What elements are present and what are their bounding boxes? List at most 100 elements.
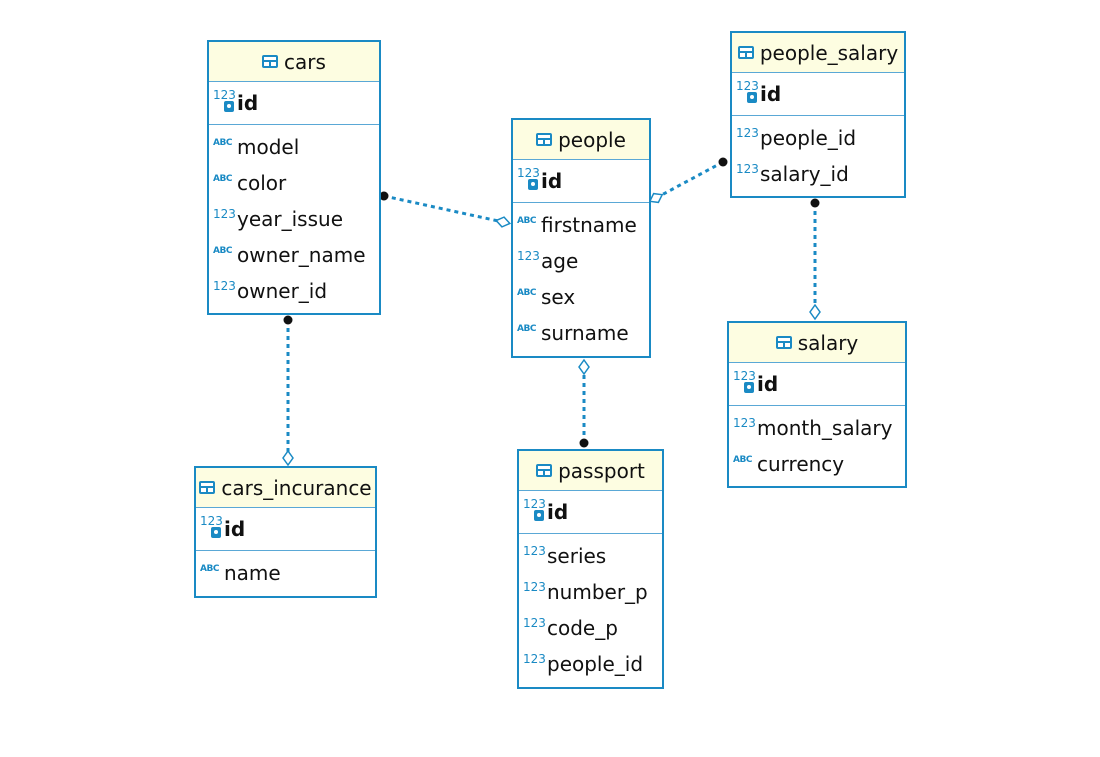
column-row[interactable]: ABC currency xyxy=(729,446,905,482)
text-type-icon: ABC xyxy=(200,563,219,574)
numeric-type-icon: 123 xyxy=(736,162,759,176)
primary-key-icon: 123 xyxy=(213,89,237,115)
table-icon xyxy=(775,336,792,349)
column-name: firstname xyxy=(541,213,637,237)
entity-name: cars xyxy=(284,49,326,74)
column-name: code_p xyxy=(547,616,618,640)
column-name: series xyxy=(547,544,607,568)
numeric-type-icon: 123 xyxy=(523,544,546,558)
connector-dot-end xyxy=(810,198,820,208)
column-name: owner_name xyxy=(237,243,366,267)
connector-line xyxy=(383,194,504,224)
column-name: currency xyxy=(757,452,845,476)
text-type-icon: ABC xyxy=(213,137,232,148)
numeric-type-label: 123 xyxy=(517,166,540,180)
numeric-type-icon: 123 xyxy=(523,652,546,666)
entity-name: salary xyxy=(797,330,859,355)
table-icon xyxy=(199,481,216,494)
key-icon xyxy=(744,382,754,393)
relationship-people-salary-salary[interactable] xyxy=(809,198,821,321)
primary-key-name: id xyxy=(224,517,246,541)
primary-key-icon: 123 xyxy=(523,497,547,524)
numeric-type-icon: 123 xyxy=(523,580,546,594)
relationship-cars-people[interactable] xyxy=(379,191,512,229)
numeric-type-icon: 123 xyxy=(736,126,759,140)
entity-header[interactable]: cars xyxy=(209,42,379,82)
numeric-type-label: 123 xyxy=(523,497,546,511)
entity-header[interactable]: salary xyxy=(729,323,905,363)
key-icon xyxy=(224,101,234,112)
text-type-icon: ABC xyxy=(213,245,232,256)
column-name: month_salary xyxy=(757,416,893,440)
key-icon xyxy=(211,527,221,538)
numeric-type-icon: 123 xyxy=(213,279,236,293)
column-row[interactable]: ABC owner_name xyxy=(209,237,379,273)
numeric-type-label: 123 xyxy=(736,79,759,93)
connector-diamond-end xyxy=(648,192,664,204)
entity-header[interactable]: passport xyxy=(519,451,662,491)
relationship-passport-people[interactable] xyxy=(578,358,590,448)
numeric-type-icon: 123 xyxy=(523,616,546,630)
entity-header[interactable]: people_salary xyxy=(732,33,904,73)
primary-key-name: id xyxy=(760,82,782,106)
entity-name: people_salary xyxy=(759,40,899,65)
text-type-icon: ABC xyxy=(733,454,752,465)
relationship-people-salary-people[interactable] xyxy=(647,157,728,206)
primary-key-name: id xyxy=(547,500,569,524)
primary-key-icon: 123 xyxy=(736,79,760,106)
text-type-icon: ABC xyxy=(213,173,232,184)
column-name: owner_id xyxy=(237,279,328,303)
table-icon xyxy=(262,55,279,68)
entity-header[interactable]: cars_incurance xyxy=(196,468,375,508)
column-name: sex xyxy=(541,285,576,309)
column-name: people_id xyxy=(547,652,644,676)
relationship-cars-cars-incurance[interactable] xyxy=(282,315,294,467)
entity-header[interactable]: people xyxy=(513,120,649,160)
entity-name: people xyxy=(558,127,626,152)
connector-dot-end xyxy=(718,157,728,167)
entity-name: passport xyxy=(558,458,645,483)
primary-key-icon: 123 xyxy=(517,166,541,193)
primary-key-name: id xyxy=(757,372,779,396)
primary-key-name: id xyxy=(237,91,259,115)
column-name: age xyxy=(541,249,579,273)
primary-key-icon: 123 xyxy=(200,515,224,541)
connector-dot-end xyxy=(283,315,293,325)
text-type-icon: ABC xyxy=(517,287,536,298)
column-row[interactable]: ABC sex xyxy=(513,279,649,315)
column-name: people_id xyxy=(760,126,857,150)
connector-line xyxy=(655,160,724,200)
key-icon xyxy=(528,179,538,190)
